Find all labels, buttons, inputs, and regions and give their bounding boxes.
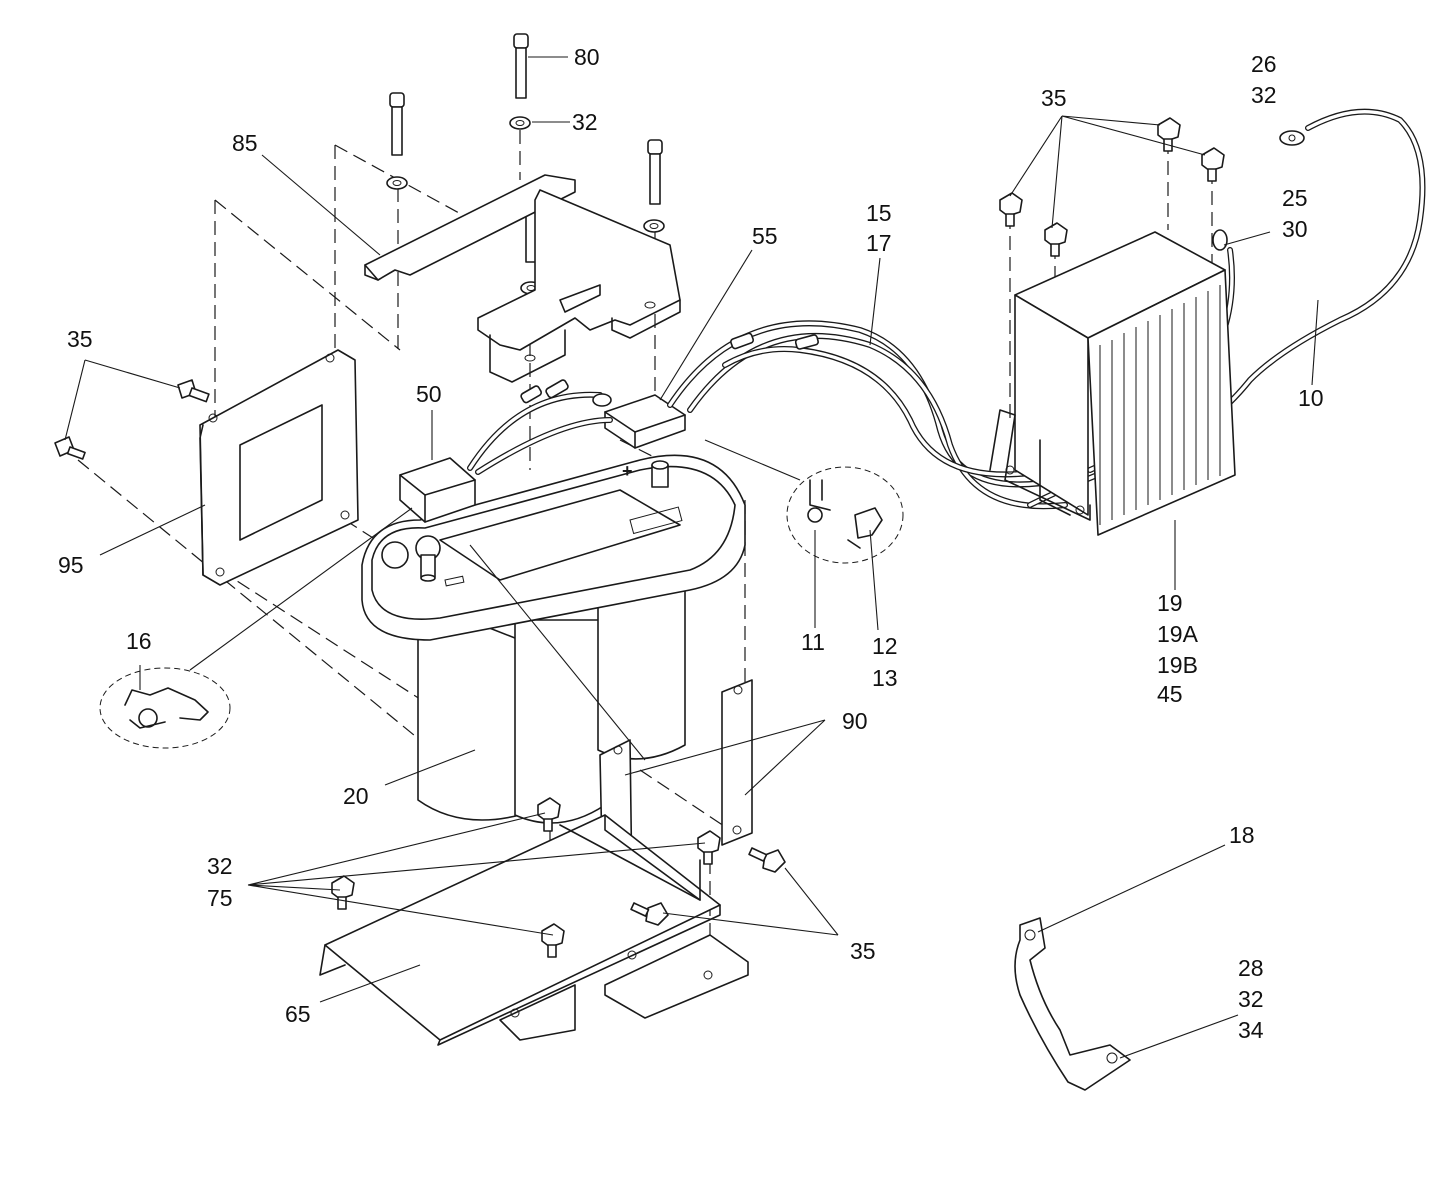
callout-45: 45 [1157,681,1183,707]
callout-19B: 19B [1157,652,1198,678]
bolt-left [386,92,408,190]
leader-lines [64,56,1319,1059]
callout-13: 13 [872,665,898,691]
callout-12: 12 [872,633,898,659]
ground-strap-18 [1014,917,1131,1091]
battery-tray-65 [319,814,749,1046]
callout-18: 18 [1229,822,1255,848]
callout-26: 26 [1251,51,1277,77]
callout-80: 80 [574,44,600,70]
callout-95: 95 [58,552,84,578]
callout-55: 55 [752,223,778,249]
callout-35-bottom: 35 [850,938,876,964]
battery-positive-mark: + [622,461,633,481]
battery-20: + [361,454,746,824]
detail-terminal-16 [99,667,231,749]
callout-30: 30 [1282,216,1308,242]
bolts-32-75 [331,797,721,958]
callout-85: 85 [232,130,258,156]
callout-35-left: 35 [67,326,93,352]
wire-harness-15-17 [467,320,1068,510]
callout-90: 90 [842,708,868,734]
callout-65: 65 [285,1001,311,1027]
callout-19A: 19A [1157,621,1198,647]
bolt-35-left-b [54,436,86,460]
detail-terminals-11-12-13 [786,466,904,564]
callout-16: 16 [126,628,152,654]
hold-down-bracket-85 [364,174,681,383]
converter-19 [989,231,1236,536]
bolt-right [643,139,665,233]
callout-50: 50 [416,381,442,407]
callout-35-top: 35 [1041,85,1067,111]
bolts-35-top [999,117,1225,257]
callout-32-right: 32 [1251,82,1277,108]
callout-32-strap: 32 [1238,986,1264,1012]
callout-17: 17 [866,230,892,256]
callout-20: 20 [343,783,369,809]
side-plate-95 [199,349,359,586]
callout-28: 28 [1238,955,1264,981]
callout-34: 34 [1238,1017,1264,1043]
callout-11: 11 [801,629,825,655]
bolt-35-left-a [177,379,210,403]
callout-10: 10 [1298,385,1324,411]
bolt-80 [509,33,531,130]
terminal-cover-55 [604,394,686,449]
callout-32-bottom: 32 [207,853,233,879]
bolts-35-bottom [630,847,786,926]
callout-19: 19 [1157,590,1183,616]
callout-15: 15 [866,200,892,226]
bracket-90-right [721,679,753,846]
terminal-cover-50 [399,457,476,523]
callout-75: 75 [207,885,233,911]
callout-32-top: 32 [572,109,598,135]
callout-25: 25 [1282,185,1308,211]
